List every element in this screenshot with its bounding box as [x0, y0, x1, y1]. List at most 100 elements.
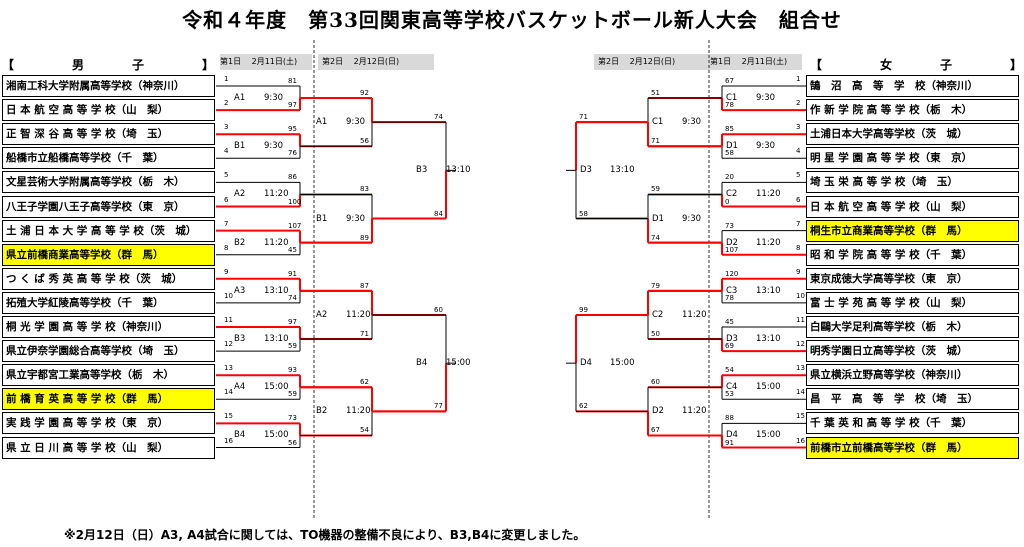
- day2-left-header: 第2日 2月12日(日): [318, 54, 434, 70]
- women-r1-match-time: 11:20: [756, 189, 781, 200]
- women-r1-score: 107: [725, 245, 739, 254]
- men-r1-match-label: B1: [234, 141, 246, 152]
- women-r2-score: 67: [651, 426, 660, 435]
- women-r2-match-label: C2: [652, 309, 664, 320]
- seed-number: 5: [224, 171, 229, 180]
- men-r1-match-time: 11:20: [264, 189, 289, 200]
- women-r2-match-time: 9:30: [682, 117, 702, 128]
- men-r2-score: 71: [360, 330, 369, 339]
- seed-number: 7: [796, 219, 801, 228]
- men-r2-score: 56: [360, 137, 369, 146]
- men-team-row: 八王子学園八王子高等学校（東 京）: [2, 195, 215, 218]
- women-team-row: 千 葉 英 和 高 等 学 校（千 葉）: [806, 412, 1019, 435]
- men-r1-match-label: B2: [234, 237, 246, 248]
- women-r2-score: 71: [651, 137, 660, 146]
- women-r1-score: 73: [725, 221, 734, 230]
- women-r2-score: 74: [651, 233, 660, 242]
- men-r3-score: 74: [434, 113, 443, 122]
- team-name: 正 智 深 谷 高 等 学 校（埼 玉）: [6, 128, 169, 141]
- men-r1-score: 74: [288, 293, 297, 302]
- men-r3-match-time: 13:10: [446, 165, 471, 176]
- women-r1-match-label: C2: [726, 189, 738, 200]
- men-r1-score: 97: [288, 318, 297, 326]
- team-name: 昌 平 高 等 学 校（埼 玉）: [810, 393, 978, 406]
- seed-number: 6: [796, 195, 801, 204]
- men-r1-match-time: 9:30: [264, 141, 284, 152]
- men-r1-score: 45: [288, 245, 297, 254]
- seed-number: 3: [224, 123, 229, 132]
- men-r2-score: 92: [360, 89, 369, 98]
- men-team-row: 湘南工科大学附属高等学校（神奈川）: [2, 75, 215, 97]
- team-name: 県立前橋商業高等学校（群 馬）: [6, 248, 164, 261]
- men-r2-score: 87: [360, 281, 369, 290]
- women-r2-match-label: D1: [652, 213, 664, 224]
- team-name: 作 新 学 院 高 等 学 校（栃 木）: [810, 104, 973, 117]
- women-r3-match-time: 13:10: [610, 165, 635, 176]
- men-r1-match-label: A4: [234, 382, 246, 393]
- men-r3-score: 60: [434, 305, 443, 314]
- women-team-row: 昭 和 学 院 高 等 学 校（千 葉）: [806, 243, 1019, 266]
- seed-number: 2: [796, 99, 801, 108]
- seed-number: 10: [796, 291, 805, 300]
- seed-number: 16: [224, 436, 233, 445]
- men-r1-score: 93: [288, 366, 297, 375]
- women-team-row: 前橋市立前橋高等学校（群 馬）: [806, 436, 1019, 459]
- men-team-row: 県 立 日 川 高 等 学 校（山 梨）: [2, 436, 215, 459]
- men-r1-score: 81: [288, 77, 297, 85]
- women-r1-score: 78: [725, 101, 734, 110]
- seed-number: 7: [224, 219, 229, 228]
- men-r1-score: 97: [288, 101, 297, 110]
- men-r2-match-label: A1: [316, 117, 328, 128]
- women-r1-match-time: 13:10: [756, 285, 781, 296]
- day1-right-header: 第1日 2月11日(土): [710, 54, 802, 70]
- seed-number: 3: [796, 123, 801, 132]
- men-r1-match-time: 15:00: [264, 382, 289, 393]
- women-team-row: 鵠 沼 高 等 学 校（神奈川）: [806, 75, 1019, 97]
- women-team-row: 東京成徳大学高等学校（東 京）: [806, 267, 1019, 290]
- seed-number: 2: [224, 99, 229, 108]
- men-header-close: 】: [202, 58, 215, 72]
- team-name: 日 本 航 空 高 等 学 校（山 梨）: [810, 200, 973, 213]
- women-r2-match-time: 9:30: [682, 213, 702, 224]
- women-r1-score: 69: [725, 342, 734, 351]
- team-name: 明 星 学 園 高 等 学 校（東 京）: [810, 152, 973, 165]
- women-team-row: 埼 玉 栄 高 等 学 校（埼 玉）: [806, 171, 1019, 194]
- women-r1-match-label: C1: [726, 93, 738, 104]
- team-name: 富 士 学 苑 高 等 学 校（山 梨）: [810, 296, 973, 309]
- seed-number: 9: [224, 267, 229, 276]
- team-name: 前 橋 育 英 高 等 学 校（群 馬）: [6, 393, 169, 406]
- seed-number: 12: [224, 340, 233, 349]
- women-team-row: 日 本 航 空 高 等 学 校（山 梨）: [806, 195, 1019, 218]
- team-name: 文星芸術大学附属高等学校（栃 木）: [6, 176, 185, 189]
- women-r1-score: 54: [725, 366, 734, 375]
- men-team-row: 県立前橋商業高等学校（群 馬）: [2, 243, 215, 266]
- men-r3-match-label: B4: [416, 358, 428, 369]
- women-header-label-b: 子: [940, 58, 953, 72]
- team-name: 埼 玉 栄 高 等 学 校（埼 玉）: [810, 176, 958, 189]
- seed-number: 13: [796, 364, 805, 373]
- seed-number: 5: [796, 171, 801, 180]
- women-r1-match-time: 15:00: [756, 382, 781, 393]
- team-name: 県立宇都宮工業高等学校（栃 木）: [6, 369, 174, 382]
- women-r1-score: 78: [725, 293, 734, 302]
- seed-number: 16: [796, 436, 805, 445]
- men-r1-score: 73: [288, 414, 297, 423]
- men-r1-match-label: B4: [234, 430, 246, 441]
- men-r1-match-time: 13:10: [264, 334, 289, 345]
- day1-left-header: 第1日 2月11日(土): [220, 54, 312, 70]
- men-team-row: 拓殖大学紅陵高等学校（千 葉）: [2, 291, 215, 314]
- women-r1-score: 85: [725, 125, 734, 134]
- women-r3-score: 71: [579, 113, 588, 122]
- women-team-row: 富 士 学 苑 高 等 学 校（山 梨）: [806, 291, 1019, 314]
- women-r3-match-time: 15:00: [610, 358, 635, 369]
- women-r1-score: 53: [725, 390, 734, 399]
- team-name: 県立横浜立野高等学校（神奈川）: [810, 369, 968, 382]
- men-r3-score: 84: [434, 209, 443, 218]
- seed-number: 8: [796, 243, 801, 252]
- women-r1-score: 88: [725, 414, 734, 423]
- men-header-label-a: 男: [72, 58, 85, 72]
- women-r2-score: 51: [651, 89, 660, 98]
- men-r1-match-label: B3: [234, 334, 246, 345]
- men-r1-match-label: A1: [234, 93, 246, 104]
- women-team-row: 桐生市立商業高等学校（群 馬）: [806, 219, 1019, 242]
